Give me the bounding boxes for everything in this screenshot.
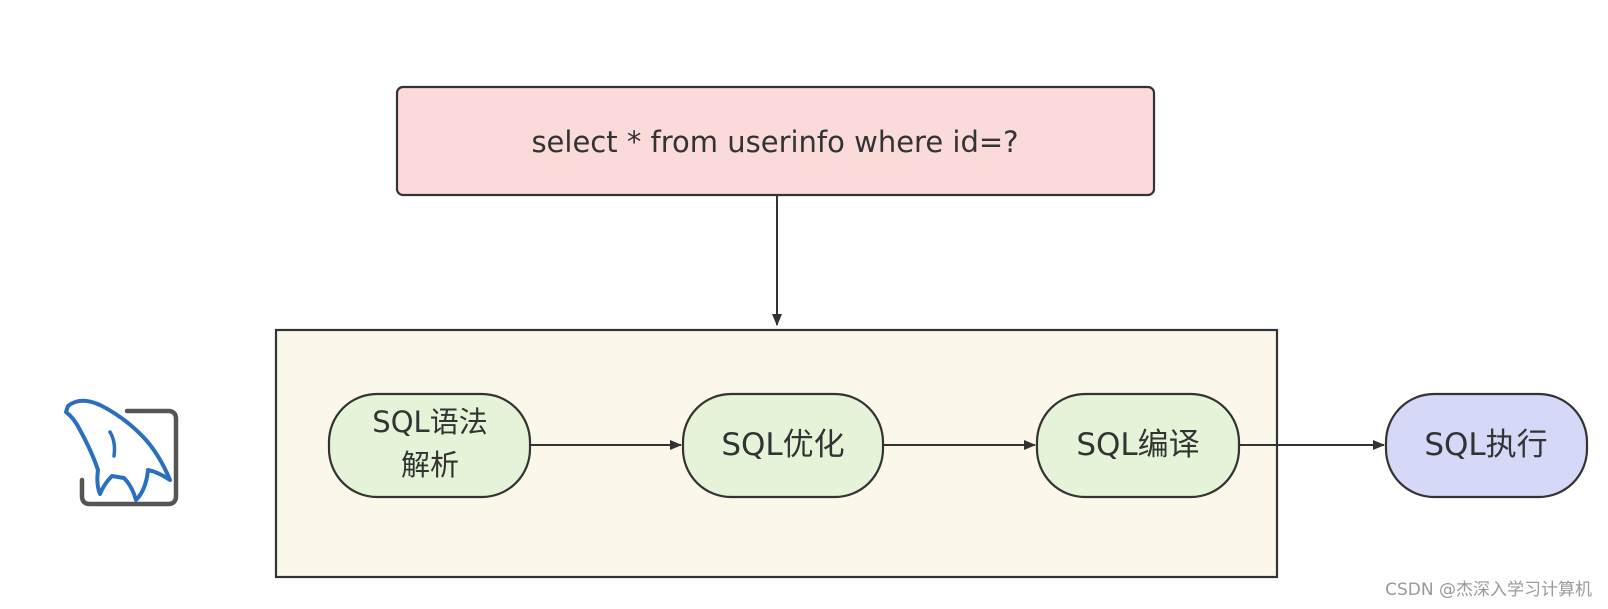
- step-execute-shape: [1384, 392, 1589, 499]
- step-parse-label-line-1: SQL语法: [372, 405, 487, 439]
- step-compile-label: SQL编译: [1076, 427, 1199, 463]
- logo-dolphin: [64, 398, 172, 502]
- step-optimize-label: SQL优化: [721, 427, 844, 463]
- query-box-shape: [395, 85, 1156, 197]
- watermark-text: CSDN @杰深入学习计算机: [1385, 580, 1592, 600]
- step-optimize: SQL优化: [681, 392, 885, 499]
- logo-frame: [79, 408, 179, 507]
- logo-dolphin-fin: [108, 430, 117, 458]
- query-text: select * from userinfo where id=?: [531, 125, 1018, 159]
- mysql-dolphin-icon: [64, 398, 179, 507]
- step-execute-label: SQL执行: [1424, 427, 1547, 463]
- step-compile: SQL编译: [1035, 392, 1241, 499]
- step-parse: SQL语法 解析: [327, 392, 532, 499]
- query-box: select * from userinfo where id=?: [395, 85, 1156, 197]
- step-execute: SQL执行: [1384, 392, 1589, 499]
- step-parse-label-line-2: 解析: [401, 448, 459, 482]
